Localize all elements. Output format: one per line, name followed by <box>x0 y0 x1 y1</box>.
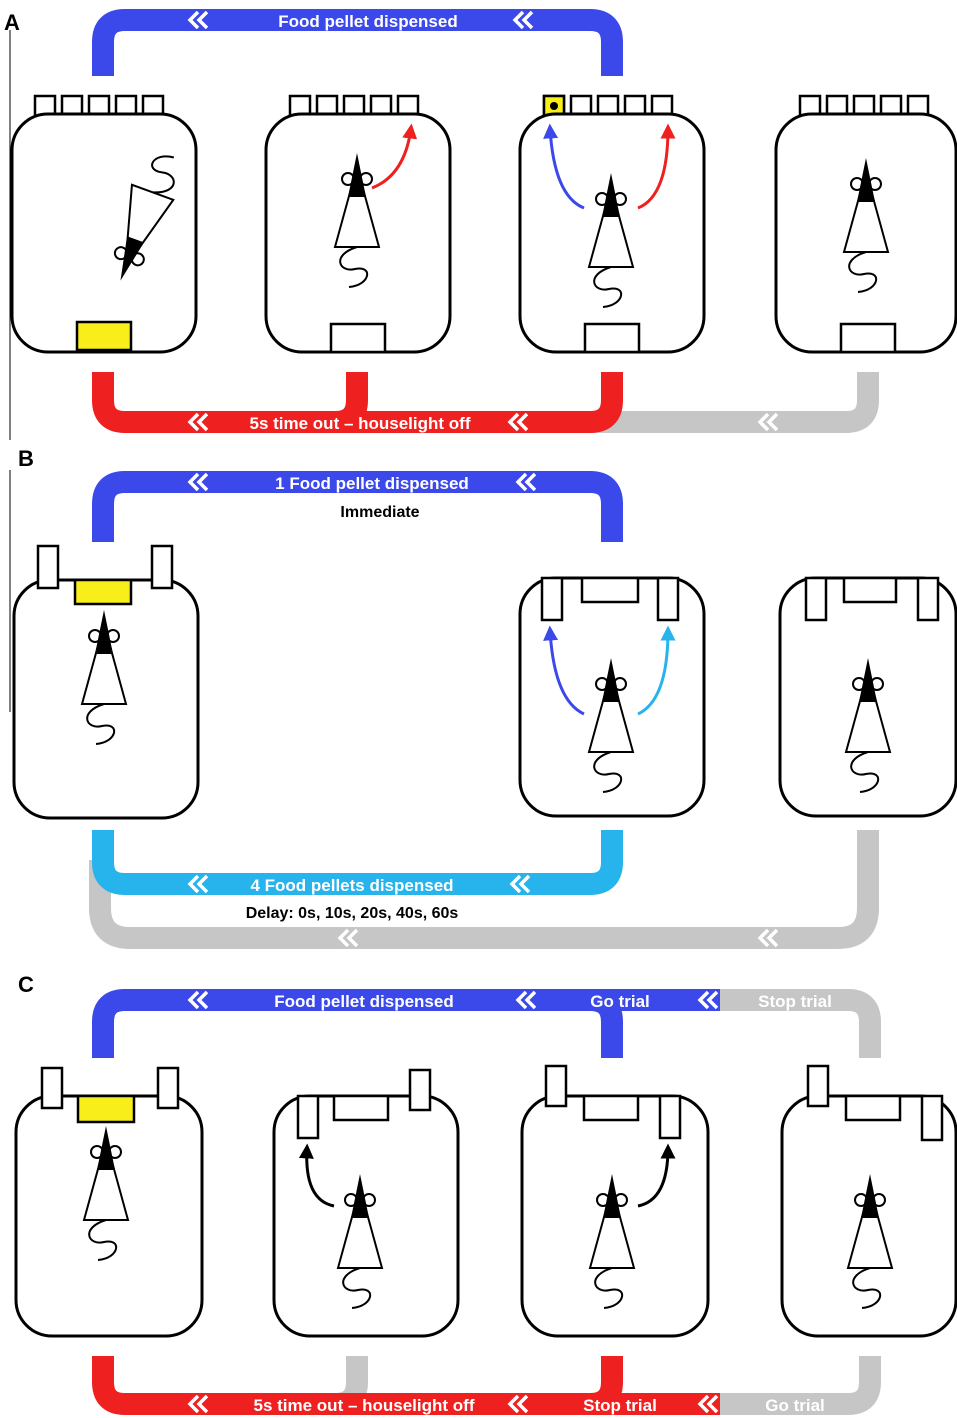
chamber-no-response <box>778 576 957 818</box>
timeout-track-branch <box>589 1356 623 1415</box>
chamber-magazine <box>14 1066 204 1338</box>
chamber-stop <box>780 1064 957 1338</box>
red-arrow <box>371 123 418 190</box>
food-magazine <box>329 322 387 354</box>
chamber-choice <box>518 576 706 818</box>
food-magazine <box>583 322 641 354</box>
food-pellet-label: Food pellet dispensed <box>278 12 457 31</box>
food-pellet-label: Food pellet dispensed <box>274 992 453 1011</box>
immediate-label: Immediate <box>340 504 419 521</box>
chamber-go-left <box>272 1068 460 1338</box>
food-magazine <box>75 320 133 352</box>
chamber-no-response <box>774 94 957 354</box>
response-arrow <box>637 1143 676 1208</box>
small-reward-track <box>92 471 623 542</box>
small-reward-label: 1 Food pellet dispensed <box>275 474 469 493</box>
go-trial-omission-track <box>612 1356 881 1415</box>
reward-track <box>92 989 720 1058</box>
go-trial-label: Go trial <box>765 1396 825 1415</box>
panel-letter-c: C <box>18 972 34 997</box>
food-magazine <box>76 1094 136 1124</box>
omission-track <box>89 830 879 949</box>
timeout-label: 5s time out – houselight off <box>249 414 470 433</box>
panel-c: C Food pellet dispensed Go trial Stop tr… <box>14 972 957 1415</box>
chamber-incorrect <box>264 94 452 354</box>
panel-letter-b: B <box>18 446 34 471</box>
blue-arrow <box>543 123 585 210</box>
reward-track-branch <box>589 989 623 1058</box>
large-reward-label: 4 Food pellets dispensed <box>250 876 453 895</box>
small-reward-arrow <box>543 625 585 716</box>
reward-track <box>92 9 623 76</box>
large-reward-arrow <box>637 625 676 716</box>
food-magazine <box>839 322 897 354</box>
timeout-track-branch <box>334 372 368 433</box>
timeout-label: 5s time out – houselight off <box>253 1396 474 1415</box>
chamber-magazine <box>10 94 198 354</box>
chamber-correct <box>518 94 706 354</box>
panel-letter-a: A <box>4 10 20 35</box>
panel-a: A Food pellet dispensed 5s time out – ho… <box>4 9 957 440</box>
timeout-track <box>92 1356 720 1415</box>
stimulus-light-icon <box>550 102 558 110</box>
chamber-go-right <box>520 1064 710 1338</box>
stop-trial-label: Stop trial <box>583 1396 657 1415</box>
stop-trial-label: Stop trial <box>758 992 832 1011</box>
stop-trial-track <box>612 989 881 1058</box>
red-arrow <box>637 123 676 210</box>
large-reward-track <box>92 830 623 895</box>
response-arrow <box>298 1143 335 1208</box>
panel-b: B 1 Food pellet dispensed Immediate 4 Fo… <box>9 446 957 949</box>
correct-track <box>560 372 879 433</box>
delay-label: Delay: 0s, 10s, 20s, 40s, 60s <box>246 905 459 922</box>
go-trial-label: Go trial <box>590 992 650 1011</box>
chamber-magazine <box>12 544 200 820</box>
food-magazine <box>73 578 133 606</box>
